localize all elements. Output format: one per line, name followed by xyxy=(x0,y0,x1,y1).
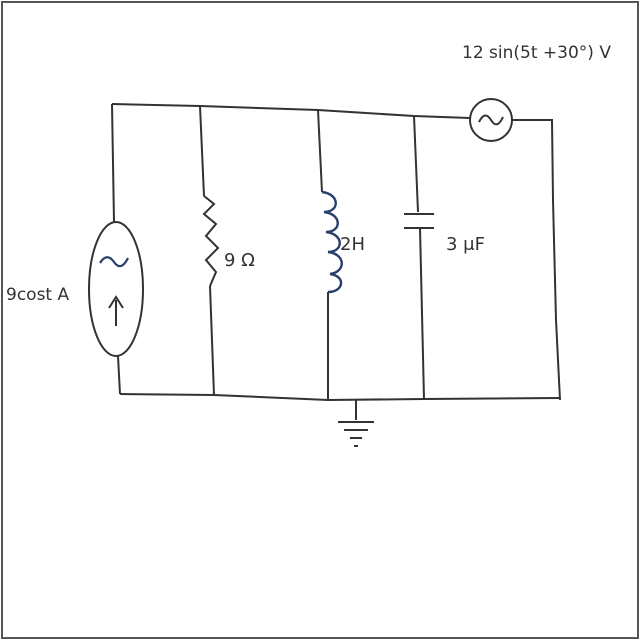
current-source-label: 9cost A xyxy=(6,285,69,305)
inductor-label: 2H xyxy=(340,234,365,255)
current-source-circle xyxy=(88,221,144,357)
ac-tilde-icon xyxy=(99,256,129,268)
voltage-source xyxy=(469,98,513,142)
capacitor-top-lead xyxy=(413,115,419,213)
bottom-wire xyxy=(119,393,561,402)
current-source-bottom-lead xyxy=(117,355,121,395)
ac-sine-icon xyxy=(478,114,504,126)
inductor-top-lead xyxy=(317,109,323,193)
arrow-up-icon xyxy=(108,295,124,326)
voltage-source-label: 12 sin(5t +30°) V xyxy=(462,43,611,63)
capacitor-bottom-lead xyxy=(419,227,425,400)
resistor-bottom-lead xyxy=(209,285,215,396)
resistor-top-lead xyxy=(199,105,205,197)
capacitor-label: 3 μF xyxy=(446,234,485,255)
current-source xyxy=(88,221,144,357)
resistor-zigzag-icon xyxy=(202,195,220,287)
top-wire xyxy=(111,103,471,119)
inductor-coil-icon xyxy=(321,190,343,294)
right-wire xyxy=(512,119,561,401)
voltage-source-circle xyxy=(469,98,513,142)
current-source-top-lead xyxy=(111,103,115,223)
resistor-label: 9 Ω xyxy=(224,250,255,271)
ground-icon xyxy=(338,400,374,447)
